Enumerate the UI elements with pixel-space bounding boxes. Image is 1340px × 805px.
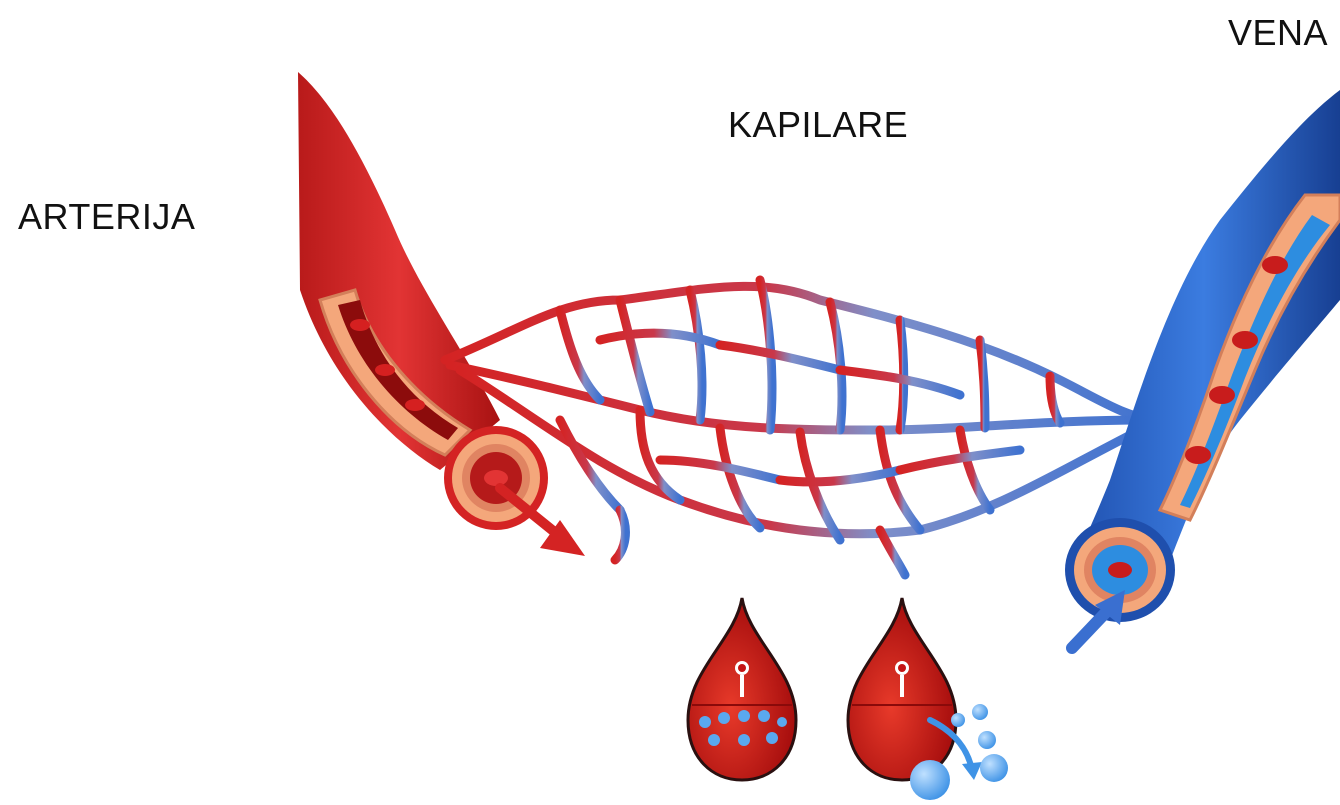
blood-drop-left <box>688 598 796 780</box>
vein-label: VENA <box>1228 12 1328 54</box>
blood-drop-right <box>848 598 1008 800</box>
capillaries-label: KAPILARE <box>728 104 908 146</box>
vein <box>1065 90 1340 648</box>
artery-label: ARTERIJA <box>18 196 195 238</box>
